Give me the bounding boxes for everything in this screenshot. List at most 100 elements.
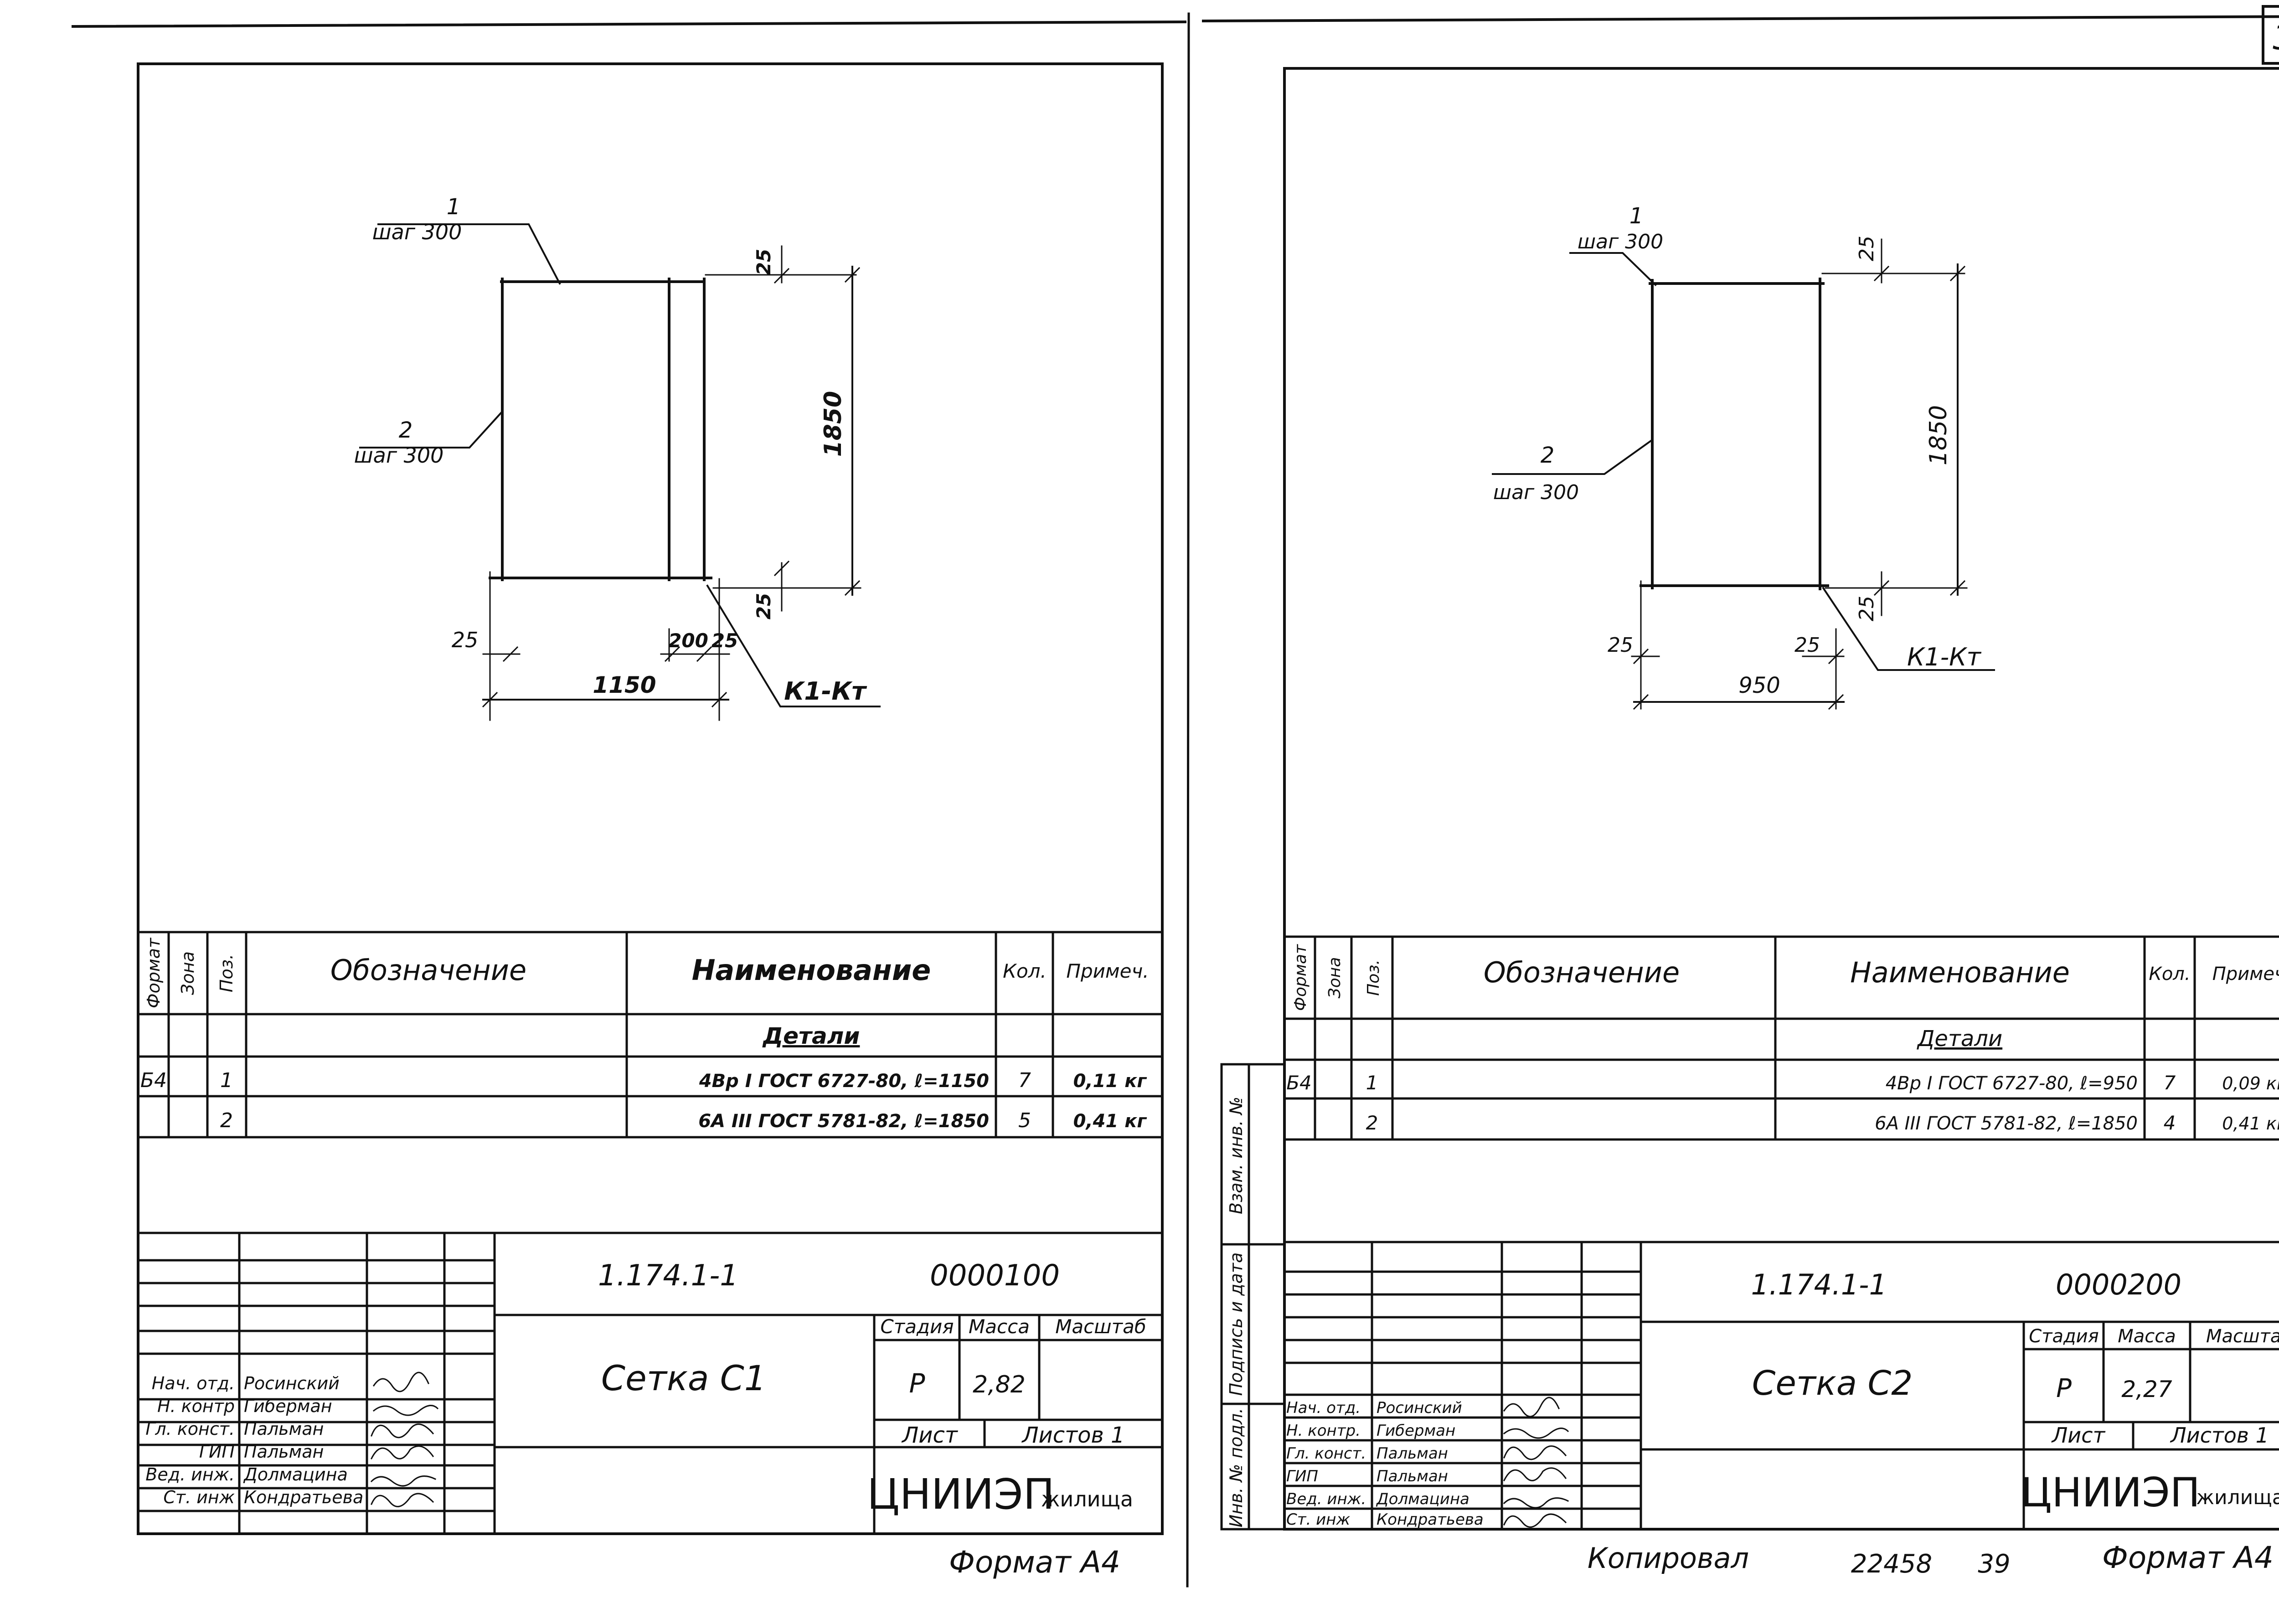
c2-leader-2-step: шаг 300 <box>1493 481 1579 504</box>
name-2: Гиберман <box>244 1396 332 1416</box>
signatures-c1 <box>370 1371 439 1507</box>
c2-row1-qty: 7 <box>2164 1072 2176 1094</box>
stage-value: Р <box>909 1368 925 1399</box>
c2-hdr-qty: Кол. <box>2149 964 2190 985</box>
c2-row2-name: 6А III ГОСТ 5781-82, ℓ=1850 <box>1875 1113 2138 1134</box>
c2-hdr-zone: Зона <box>1325 957 1344 999</box>
mass-label: Масса <box>969 1315 1030 1338</box>
hdr-zone: Зона <box>178 951 198 995</box>
sheet-label: Лист <box>901 1423 959 1448</box>
c2-row2-pos: 2 <box>1366 1112 1378 1134</box>
stamp-sign: Подпись и дата <box>1226 1253 1246 1396</box>
scale-label: Масштаб <box>1055 1315 1146 1338</box>
c2-hdr-pos: Поз. <box>1364 959 1383 996</box>
item-name: Сетка С1 <box>601 1358 766 1398</box>
title-block-c2 <box>1283 1241 2279 1531</box>
org-name: ЦНИИЭП <box>867 1470 1055 1519</box>
c2-leader-1-pos: 1 <box>1629 203 1644 229</box>
c2-role-5: Вед. инж. <box>1286 1490 1366 1508</box>
stamp-inv: Инв. № подл. <box>1226 1408 1246 1527</box>
hdr-format: Формат <box>144 937 164 1008</box>
c2-name-5: Долмацина <box>1376 1490 1469 1508</box>
row2-name: 6А III ГОСТ 5781-82, ℓ=1850 <box>698 1111 989 1132</box>
dim-gap: 200 <box>668 629 708 652</box>
c2-role-6: Ст. инж <box>1286 1511 1350 1529</box>
page-number: 38 <box>2273 19 2279 57</box>
c2-hdr-format: Формат <box>1291 944 1310 1011</box>
row1-pos: 1 <box>220 1069 233 1092</box>
c2-leader-1-step: шаг 300 <box>1578 230 1663 253</box>
dim-right: 25 <box>712 629 738 652</box>
c2-name-3: Пальман <box>1377 1444 1448 1463</box>
c2-row1-format: Б4 <box>1286 1072 1312 1094</box>
c2-section-details: Детали <box>1917 1026 2002 1052</box>
c2-name-6: Кондратьева <box>1377 1511 1484 1529</box>
role-3: Гл. конст. <box>145 1419 235 1439</box>
leader-2-pos: 2 <box>399 418 413 443</box>
copy-order: 22458 <box>1851 1549 1932 1579</box>
c2-name-1: Росинский <box>1377 1399 1462 1417</box>
leader-1-step: шаг 300 <box>372 220 462 244</box>
row1-qty: 7 <box>1018 1069 1031 1092</box>
page-number-box <box>2262 5 2279 65</box>
dim-top: 25 <box>753 249 775 275</box>
side-stamp <box>1220 1063 1286 1531</box>
c2-dim-right: 25 <box>1794 634 1820 657</box>
name-1: Росинский <box>244 1373 340 1393</box>
c2-role-2: Н. контр. <box>1286 1422 1361 1440</box>
joint-label: К1-Кт <box>784 677 867 706</box>
leader-2-step: шаг 300 <box>354 443 444 468</box>
c2-item-name: Сетка С2 <box>1752 1364 1913 1403</box>
org-sub: жилища <box>1041 1487 1133 1511</box>
sheet-left-frame <box>137 62 1164 1535</box>
c2-org-name: ЦНИИЭП <box>2021 1469 2200 1516</box>
c2-doc-number: 0000200 <box>2056 1268 2181 1301</box>
c2-dim-left: 25 <box>1608 634 1633 657</box>
hdr-pos: Поз. <box>217 954 237 992</box>
c2-name-4: Пальман <box>1377 1467 1448 1485</box>
sheet-right: Взам. инв. № Подпись и дата Инв. № подл. <box>1220 67 2279 1579</box>
format-label-left: Формат А4 <box>949 1545 1120 1580</box>
c2-stage-value: Р <box>2056 1374 2072 1403</box>
dim-left: 25 <box>452 628 479 652</box>
c2-row2-qty: 4 <box>2164 1112 2176 1134</box>
c2-name-2: Гиберман <box>1377 1422 1455 1440</box>
sheets-label: Листов 1 <box>1021 1423 1124 1448</box>
row1-format: Б4 <box>140 1069 167 1092</box>
c2-sheet-label: Лист <box>2051 1423 2106 1448</box>
leader-1-pos: 1 <box>447 194 461 220</box>
doc-number: 0000100 <box>930 1259 1060 1293</box>
hdr-note: Примеч. <box>1066 960 1149 982</box>
sheet-right-frame <box>1283 67 2279 1531</box>
hdr-name: Наименование <box>692 954 931 987</box>
c2-leader-2-pos: 2 <box>1541 443 1555 468</box>
row2-qty: 5 <box>1018 1109 1031 1132</box>
section-details: Детали <box>762 1023 860 1049</box>
c2-doc-code: 1.174.1-1 <box>1751 1268 1887 1301</box>
role-1: Нач. отд. <box>152 1373 235 1393</box>
c2-sheets-label: Листов 1 <box>2170 1423 2269 1448</box>
name-5: Долмацина <box>243 1464 348 1485</box>
stage-label: Стадия <box>880 1315 954 1338</box>
mass-value: 2,82 <box>973 1371 1026 1398</box>
row1-note: 0,11 кг <box>1073 1071 1147 1092</box>
mesh-c1-drawing <box>359 223 881 721</box>
copy-label: Копировал <box>1588 1542 1749 1575</box>
c2-hdr-designation: Обозначение <box>1484 956 1680 989</box>
c2-mass-value: 2,27 <box>2121 1376 2172 1402</box>
dim-height: 1850 <box>820 391 847 457</box>
stamp-swap: Взам. инв. № <box>1226 1097 1246 1214</box>
signatures-c2 <box>1503 1397 1569 1528</box>
title-block-c1 <box>137 1232 1164 1535</box>
sheet-left: 1 шаг 300 2 шаг 300 25 1850 25 25 1150 2… <box>137 62 1164 1580</box>
hdr-qty: Кол. <box>1003 960 1047 982</box>
c2-hdr-note: Примеч. <box>2212 964 2279 985</box>
c2-joint-label: К1-Кт <box>1907 643 1982 671</box>
row2-pos: 2 <box>220 1109 233 1132</box>
c2-row2-note: 0,41 кг <box>2222 1114 2279 1134</box>
dim-bottom: 25 <box>753 593 775 619</box>
c2-scale-label: Масштаб <box>2206 1326 2279 1347</box>
role-5: Вед. инж. <box>145 1464 235 1485</box>
c2-dim-top: 25 <box>1855 236 1878 261</box>
